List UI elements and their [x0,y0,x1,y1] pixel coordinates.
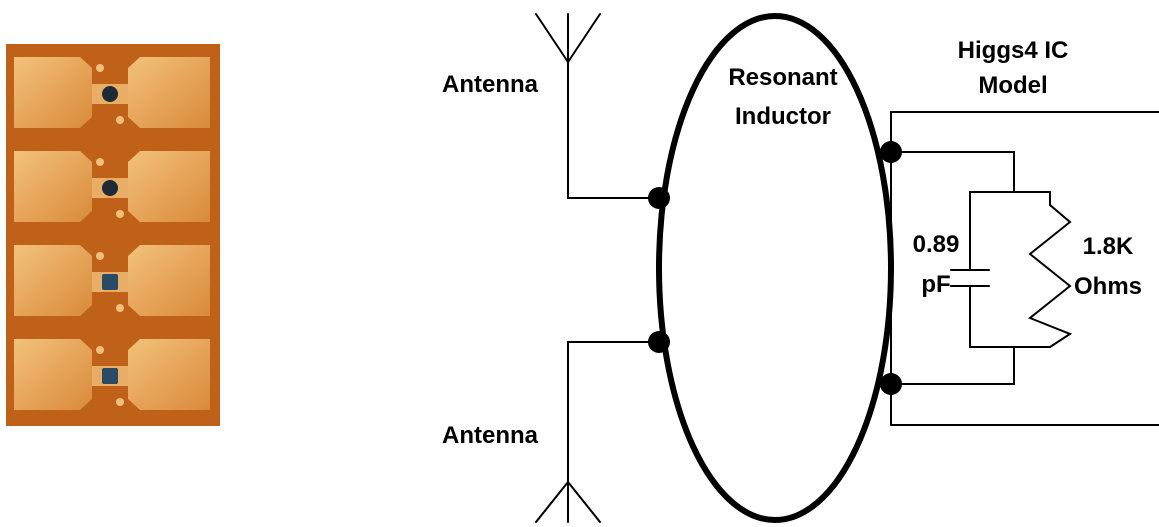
antenna-top-symbol [535,13,660,199]
resistor-unit-label: Ohms [1074,273,1142,300]
tag-row [14,57,210,128]
right-antenna-pad [128,57,210,128]
left-antenna-pad [14,339,92,410]
resistor-value-label: 1.8K [1083,233,1134,260]
antenna-bottom-label: Antenna [442,422,539,449]
junction-dots [648,141,902,395]
right-antenna-pad [128,339,210,410]
left-antenna-pad [14,57,92,128]
schematic [535,13,1159,523]
right-antenna-pad [128,151,210,222]
tag-row [14,339,210,410]
junction-dot [880,373,902,395]
resistor-symbol [1028,191,1073,348]
antenna-top-label: Antenna [442,71,539,98]
left-antenna-pad [14,245,92,316]
ic-title-line2: Model [978,72,1047,99]
capacitor-unit-label: pF [921,271,950,298]
capacitor-symbol [950,191,990,348]
inductor-label-line1: Resonant [728,64,837,91]
ic-internal-wiring [890,151,1051,385]
chip [102,274,118,290]
left-antenna-pad [14,151,92,222]
chip [102,180,118,196]
capacitor-value-label: 0.89 [913,231,960,258]
junction-dot [880,141,902,163]
ic-model-box [890,111,1159,426]
resonant-inductor-loop [656,13,894,523]
rfid-tag-photo [6,44,220,426]
chip [102,368,118,384]
junction-dot [648,331,670,353]
chip [102,86,118,102]
right-antenna-pad [128,245,210,316]
ic-title-line1: Higgs4 IC [958,37,1069,64]
tag-row [14,245,210,316]
antenna-bottom-symbol [535,341,660,523]
junction-dot [648,187,670,209]
inductor-label-line2: Inductor [735,103,831,130]
tag-row [14,151,210,222]
